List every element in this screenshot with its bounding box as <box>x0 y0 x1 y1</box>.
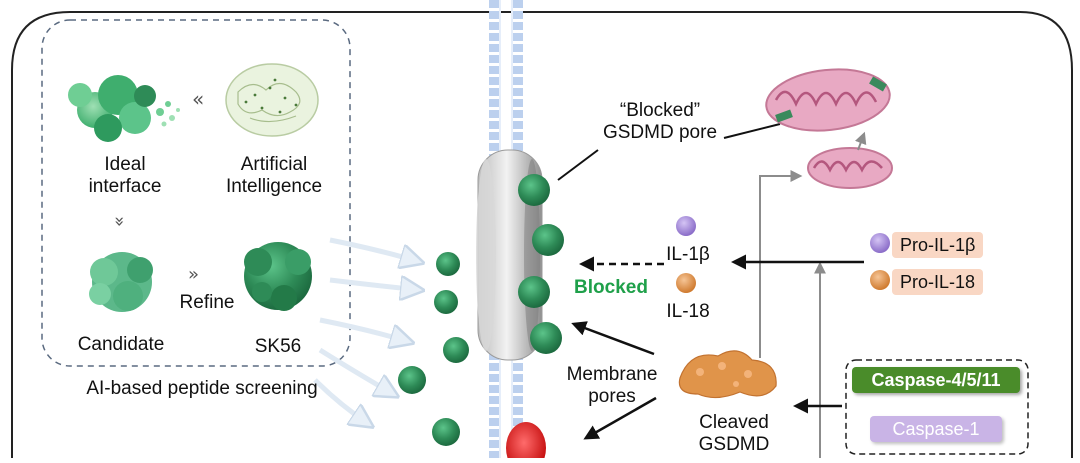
caspase-box <box>845 359 1029 455</box>
screening-caption: AI-based peptide screening <box>86 378 318 399</box>
blocked-pore-leader <box>557 149 599 181</box>
gray-pathways <box>759 170 826 458</box>
open-pore <box>506 422 546 463</box>
chevron-left-icon: « <box>192 87 204 111</box>
chevron-down-icon: » <box>109 216 130 227</box>
cell-outline <box>11 11 1073 458</box>
sk56-label: SK56 <box>254 336 302 357</box>
pro-il1b-ball <box>870 233 890 253</box>
caspase-1-tag: Caspase-1 <box>870 416 1002 442</box>
ideal-interface-graphic <box>68 75 180 142</box>
pro-il18-tag: Pro-IL-18 <box>892 269 984 295</box>
mito-fission-arrow <box>855 131 867 151</box>
blocked-label: Blocked <box>574 277 648 298</box>
brain-icon <box>225 63 319 137</box>
candidate-graphic <box>89 252 153 312</box>
pro-il18-ball <box>870 270 890 290</box>
ideal-interface-label: Ideal interface <box>88 154 162 197</box>
chevron-right-icon: » <box>188 264 199 285</box>
peptide-flow-arrows <box>313 237 420 425</box>
free-peptides <box>398 252 469 446</box>
sk56-graphic <box>244 242 312 311</box>
cleaved-gsdmd-label: Cleaved GSDMD <box>698 412 770 455</box>
mito-leader <box>723 123 781 139</box>
cleaved-gsdmd-graphic <box>678 350 777 399</box>
blocked-pore-label: “Blocked” GSDMD pore <box>602 100 718 143</box>
bound-sk56 <box>518 174 564 354</box>
il18-label: IL-18 <box>666 301 710 322</box>
il1b-label: IL-1β <box>666 244 710 265</box>
membrane-pores-label: Membrane pores <box>566 364 658 407</box>
mitochondrion-top <box>765 68 891 132</box>
refine-label: Refine <box>179 292 235 313</box>
artificial-intelligence-label: Artificial Intelligence <box>225 154 323 197</box>
caspase-4-5-11-tag: Caspase-4/5/11 <box>852 367 1020 393</box>
il18-ball <box>676 273 696 293</box>
pro-il1b-tag: Pro-IL-1β <box>892 232 984 258</box>
pore-formation-arrow-down <box>583 396 657 440</box>
mitochondrion-bottom <box>807 147 893 189</box>
pore-formation-arrow-up <box>571 321 655 356</box>
candidate-label: Candidate <box>77 334 165 355</box>
screening-box <box>41 19 351 367</box>
il1b-ball <box>676 216 696 236</box>
